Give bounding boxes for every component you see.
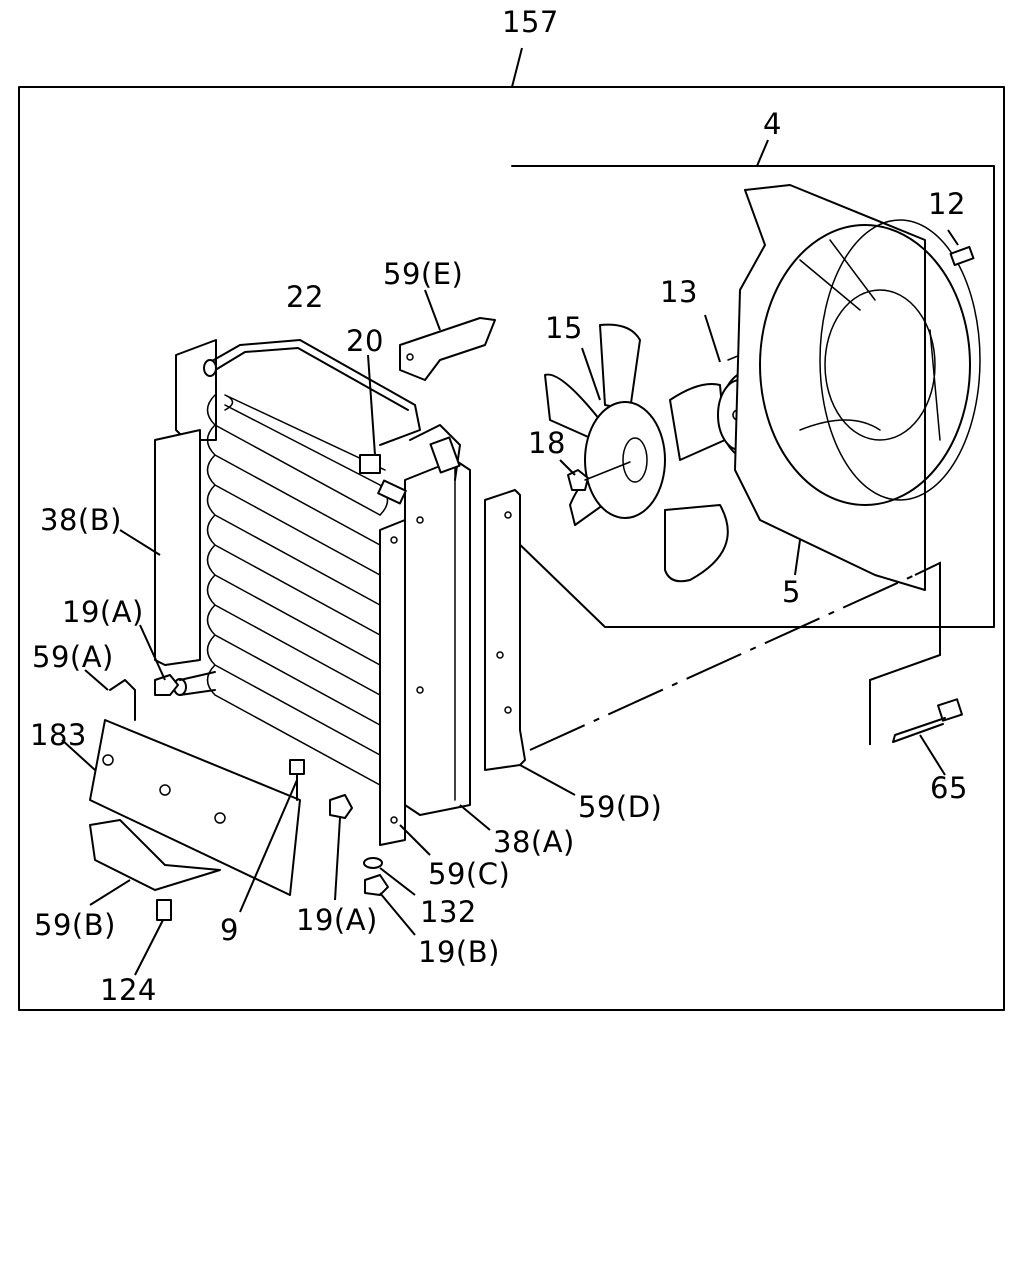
callout-19b: 19(B): [418, 935, 500, 969]
fan-shroud: [734, 184, 981, 591]
callout-157: 157: [502, 5, 559, 39]
callout-59d: 59(D): [578, 790, 662, 824]
callout-5: 5: [782, 575, 801, 609]
lower-fasteners: [119, 529, 491, 936]
callout-38a: 38(A): [493, 825, 575, 859]
callout-19a-top: 19(A): [62, 595, 144, 629]
callout-22: 22: [286, 280, 324, 314]
lower-brackets: [61, 624, 305, 976]
callout-59a: 59(A): [32, 640, 114, 674]
receiver-drier: [404, 424, 471, 816]
condenser-core: [154, 339, 421, 846]
callout-124: 124: [100, 973, 157, 1007]
callout-59c: 59(C): [428, 857, 510, 891]
bracket-59d: [484, 489, 576, 796]
callout-132: 132: [420, 895, 477, 929]
bolt-65: [892, 698, 963, 776]
callout-labels: 157 4 12 13 15 18 5 65 22 20 59(E) 38(B)…: [30, 5, 968, 1007]
callout-9: 9: [220, 913, 239, 947]
nut-18: [559, 459, 631, 491]
callout-59e: 59(E): [383, 257, 463, 291]
callout-12: 12: [928, 187, 966, 221]
callout-59b: 59(B): [34, 908, 116, 942]
callout-183: 183: [30, 718, 87, 752]
alignment-line: [529, 561, 941, 751]
callout-65: 65: [930, 771, 968, 805]
fitting-20: [359, 354, 407, 505]
bracket-59e: [399, 289, 496, 381]
fan-blade: [544, 323, 729, 583]
callout-13: 13: [660, 275, 698, 309]
callout-15: 15: [545, 311, 583, 345]
callout-18: 18: [528, 426, 566, 460]
fan-subassembly-box: [511, 139, 995, 628]
callout-20: 20: [346, 324, 384, 358]
callout-4: 4: [763, 107, 782, 141]
assembly-frame: [18, 47, 1005, 1011]
callout-38b: 38(B): [40, 503, 122, 537]
callout-19a-bottom: 19(A): [296, 903, 378, 937]
screw-12: [947, 229, 975, 267]
